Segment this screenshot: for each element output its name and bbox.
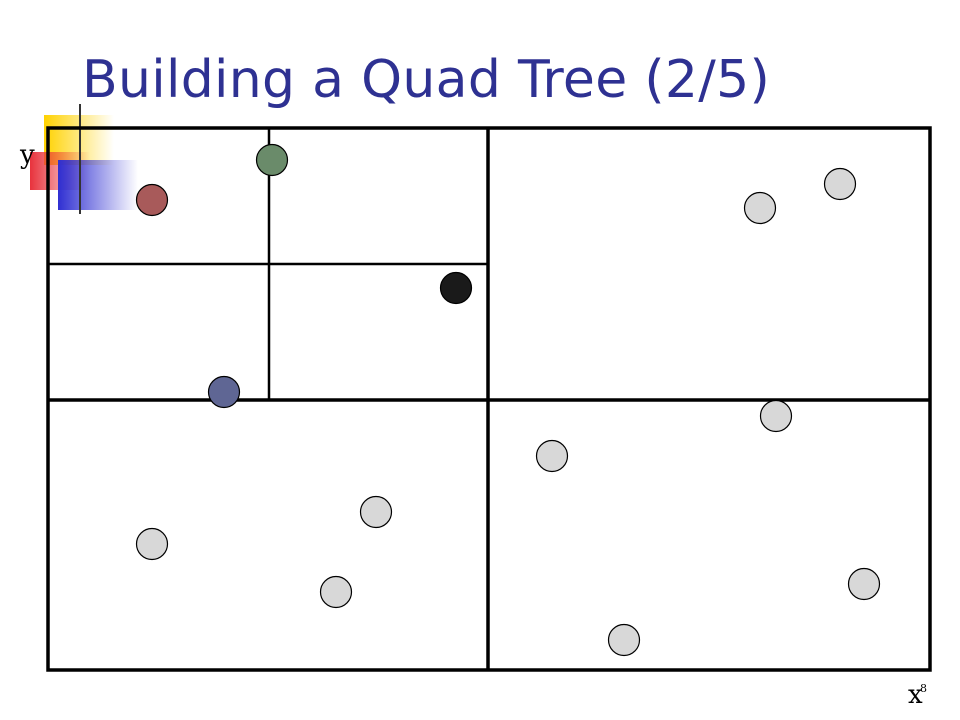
point-p-black bbox=[439, 271, 473, 305]
point-p-gray-5 bbox=[359, 495, 393, 529]
x-axis-label: x bbox=[908, 680, 923, 710]
slide-title: Building a Quad Tree (2/5) bbox=[82, 50, 771, 110]
point-p-gray-9 bbox=[607, 623, 641, 657]
y-axis-label: y bbox=[20, 140, 35, 170]
deco-blue-square bbox=[58, 160, 138, 210]
point-p-gray-1 bbox=[823, 167, 857, 201]
corner-decoration bbox=[30, 104, 900, 214]
point-p-gray-3 bbox=[759, 399, 793, 433]
point-p-gray-8 bbox=[847, 567, 881, 601]
point-p-gray-7 bbox=[319, 575, 353, 609]
quadtree-grid bbox=[46, 126, 932, 672]
point-p-green bbox=[255, 143, 289, 177]
points-layer bbox=[135, 143, 881, 657]
point-p-gray-4 bbox=[535, 439, 569, 473]
page-number: 8 bbox=[920, 682, 927, 695]
point-p-red bbox=[135, 183, 169, 217]
point-p-gray-2 bbox=[743, 191, 777, 225]
point-p-blue bbox=[207, 375, 241, 409]
point-p-gray-6 bbox=[135, 527, 169, 561]
